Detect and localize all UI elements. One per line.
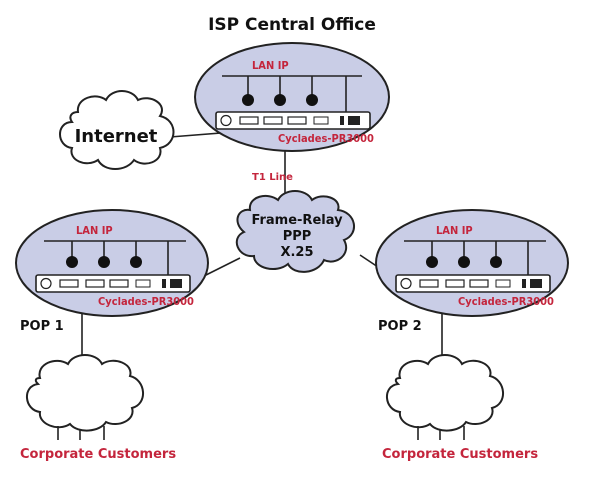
lan-host-node xyxy=(306,94,318,106)
pop1-router xyxy=(35,274,191,293)
core-cloud-line3: X.25 xyxy=(280,245,313,260)
pop2-site: LAN IP Cyclades-PR3000 xyxy=(375,209,569,317)
core-cloud-line2: PPP xyxy=(283,229,312,244)
pop1-router-label: Cyclades-PR3000 xyxy=(98,295,194,308)
central-office-site: LAN IP Cyclades-PR3000 xyxy=(194,42,390,152)
core-wan-cloud: Frame-Relay PPP X.25 xyxy=(235,190,355,273)
central-lan-bus xyxy=(222,75,362,112)
pop2-router xyxy=(395,274,551,293)
pop2-lan-bus xyxy=(404,240,546,275)
lan-host-node xyxy=(426,256,438,268)
pop1-site: LAN IP Cyclades-PR3000 xyxy=(15,209,209,317)
lan-host-node xyxy=(458,256,470,268)
diagram-title: ISP Central Office xyxy=(208,15,376,35)
internet-label: Internet xyxy=(75,126,158,147)
pop2-customers-label: Corporate Customers xyxy=(382,447,538,462)
pop1-customers-label: Corporate Customers xyxy=(20,447,176,462)
t1-line-label: T1 Line xyxy=(252,172,293,183)
central-lan-label: LAN IP xyxy=(252,59,289,72)
internet-cloud: Internet xyxy=(59,90,175,170)
core-cloud-line1: Frame-Relay xyxy=(251,213,343,228)
pop2-customer-cloud: Corporate Customers xyxy=(382,354,538,462)
pop1-customer-cloud: Corporate Customers xyxy=(20,354,176,462)
pop2-lan-label: LAN IP xyxy=(436,224,473,237)
pop2-label: POP 2 xyxy=(378,319,422,334)
pop1-lan-label: LAN IP xyxy=(76,224,113,237)
lan-host-node xyxy=(66,256,78,268)
central-router xyxy=(215,111,371,130)
lan-host-node xyxy=(98,256,110,268)
central-router-label: Cyclades-PR3000 xyxy=(278,132,374,145)
lan-host-node xyxy=(274,94,286,106)
lan-host-node xyxy=(130,256,142,268)
lan-host-node xyxy=(242,94,254,106)
pop2-router-label: Cyclades-PR3000 xyxy=(458,295,554,308)
pop1-lan-bus xyxy=(44,240,186,275)
pop1-label: POP 1 xyxy=(20,319,64,334)
lan-host-node xyxy=(490,256,502,268)
